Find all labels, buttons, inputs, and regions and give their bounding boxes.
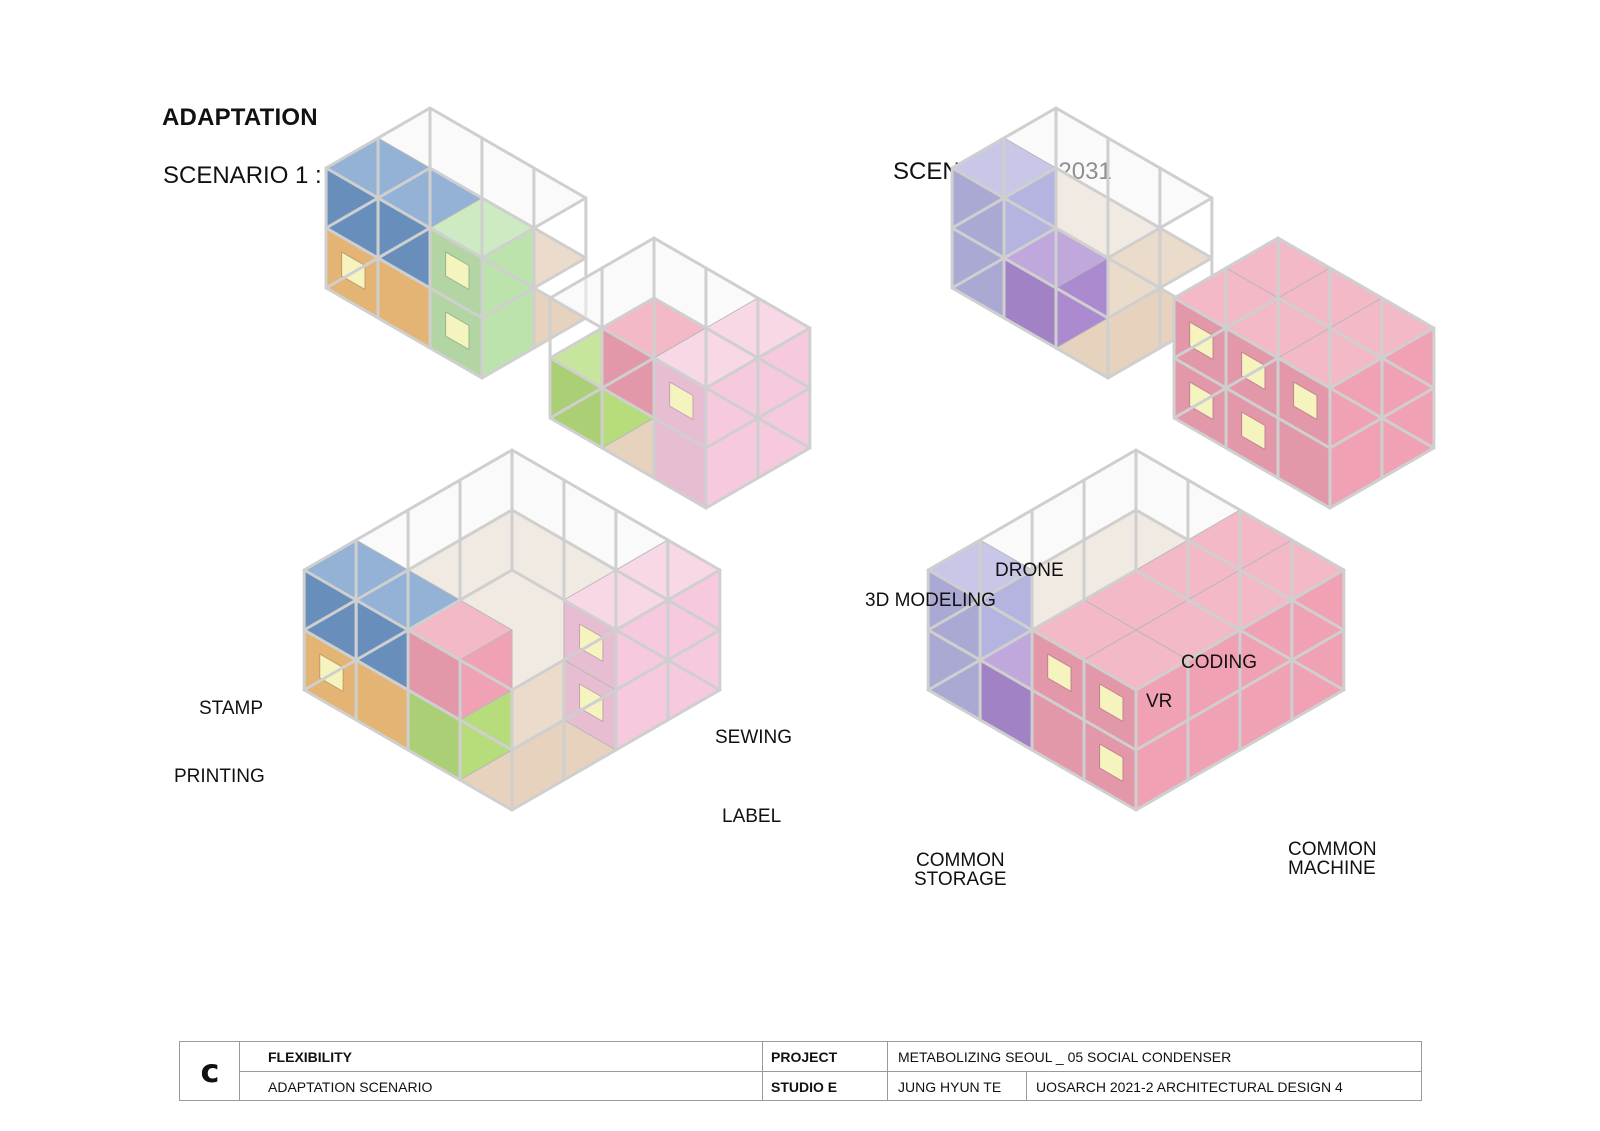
label-common-storage-line2: STORAGE [914,869,1007,890]
label-drone: DRONE [995,560,1064,581]
label-printing: PRINTING [174,766,265,787]
buildings-layer [302,106,1436,812]
scenario-1-module-b [548,236,812,510]
title-block-project-value: METABOLIZING SEOUL _ 05 SOCIAL CONDENSER [898,1048,1232,1065]
scenario-2-module-b-module-11-window [1293,381,1318,420]
scenario-2-module-b-module-7-window [1241,411,1266,450]
label-stamp: STAMP [199,698,264,719]
title-block-studio-label: STUDIO E [771,1078,838,1095]
title-block-course: UOSARCH 2021-2 ARCHITECTURAL DESIGN 4 [1036,1078,1343,1095]
label-common-machine-line2: MACHINE [1288,858,1376,879]
label-coding: CODING [1181,652,1257,673]
scenario-1-module-b-module-5-window [669,381,694,420]
scenario-1-module-b-frame [548,236,812,510]
sheet-letter: c [200,1052,220,1090]
scenario-1-module-a-module-4-window [445,311,470,350]
scenario-2-module-a [950,106,1214,380]
label-common-machine-line1: COMMON [1288,839,1377,860]
label-sewing: SEWING [715,727,793,748]
label-common-storage-line1: COMMON [916,850,1005,871]
scenario-2-module-b-frame [1172,236,1436,510]
scenario-2-combined-module-16-window [1047,653,1072,692]
title-block-project-label: PROJECT [771,1048,838,1065]
scenario-1-module-a-module-5-window [445,251,470,290]
title-block-topic: FLEXIBILITY [268,1048,352,1065]
scenario-2-combined-module-18-window [1099,683,1124,722]
title-block-author: JUNG HYUN TE [898,1078,1002,1095]
label-vr: VR [1146,691,1173,712]
label-3d-modeling: 3D MODELING [865,590,996,611]
scenario-2-combined-frame [926,448,1346,812]
scenario-2-module-b [1172,236,1436,510]
scenario-2-combined-module-17-window [1099,743,1124,782]
scenario-2-module-a-frame [950,106,1214,380]
title-block-subtitle: ADAPTATION SCENARIO [268,1078,433,1095]
scenario-1-module-a-frame [324,106,588,380]
label-label: LABEL [722,806,782,827]
scenario-2-combined [926,448,1346,812]
scenario-1-combined-frame [302,448,722,812]
title-block: c FLEXIBILITY ADAPTATION SCENARIO PROJEC… [179,1041,1422,1101]
scenario-1-combined [302,448,722,812]
scenario-1-module-a [324,106,588,380]
page-heading: ADAPTATION [162,104,318,131]
